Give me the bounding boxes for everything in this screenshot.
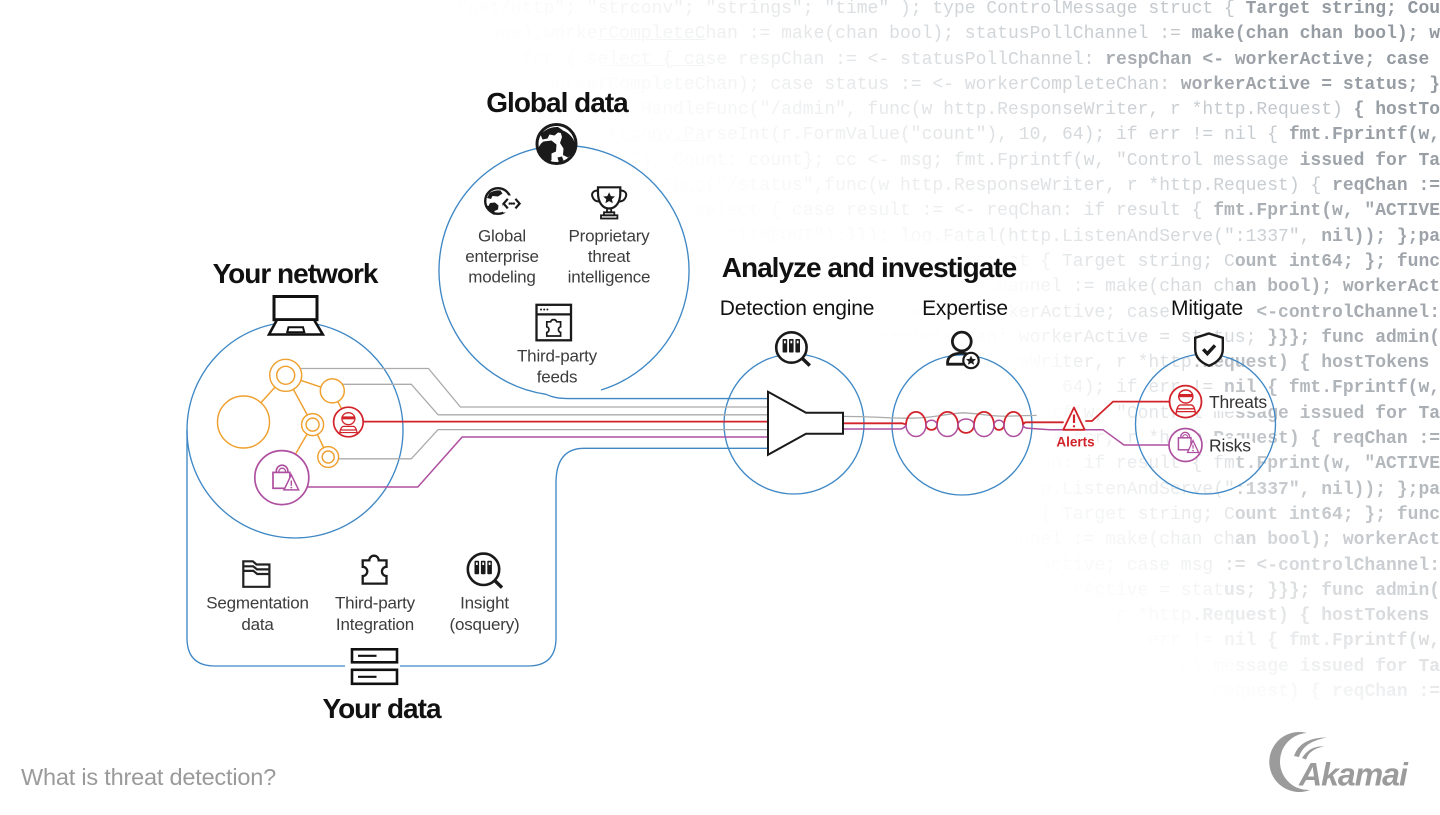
svg-text:modeling: modeling (468, 268, 535, 287)
svg-text:(osquery): (osquery) (449, 615, 519, 634)
svg-text:Akamai: Akamai (1298, 757, 1409, 793)
svg-text:Detection engine: Detection engine (720, 297, 874, 320)
svg-text:Proprietary: Proprietary (569, 227, 651, 246)
svg-text:Mitigate: Mitigate (1171, 297, 1243, 320)
svg-text:Alerts: Alerts (1056, 435, 1094, 450)
svg-text:Global: Global (478, 227, 526, 246)
svg-text:Global data: Global data (486, 87, 629, 118)
svg-text:Insight: Insight (460, 594, 509, 613)
svg-text:Integration: Integration (336, 615, 414, 634)
svg-text:intelligence: intelligence (568, 268, 651, 287)
svg-text:Third-party: Third-party (517, 347, 598, 366)
svg-text:Segmentation: Segmentation (206, 594, 309, 613)
svg-text:Expertise: Expertise (922, 297, 1008, 320)
svg-text:Your data: Your data (322, 693, 441, 724)
svg-text:Analyze and investigate: Analyze and investigate (722, 252, 1017, 283)
svg-text:threat: threat (588, 247, 631, 266)
svg-text:enterprise: enterprise (465, 247, 539, 266)
svg-text:data: data (241, 615, 274, 634)
svg-text:Your network: Your network (213, 258, 379, 289)
svg-text:Third-party: Third-party (335, 594, 416, 613)
svg-text:Threats: Threats (1209, 392, 1267, 412)
svg-text:What is threat detection?: What is threat detection? (21, 764, 276, 790)
svg-text:feeds: feeds (537, 368, 578, 387)
svg-text:Risks: Risks (1209, 436, 1251, 456)
